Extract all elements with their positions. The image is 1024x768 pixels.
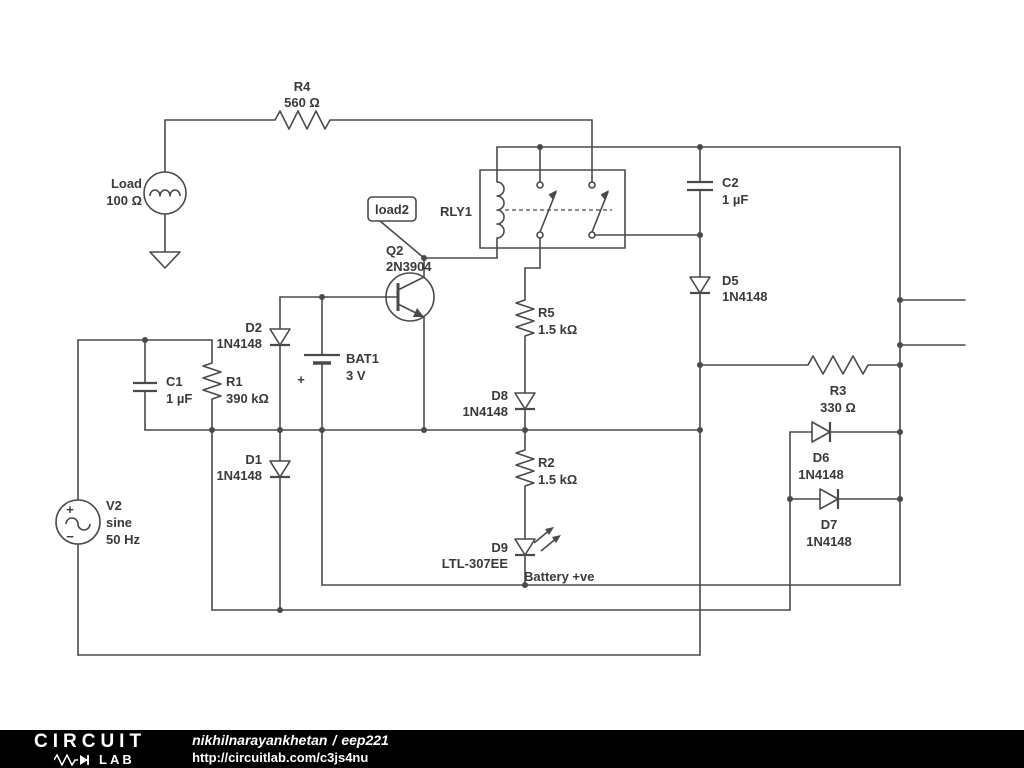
r1-value-label: 390 kΩ — [226, 391, 269, 406]
led-d9[interactable]: D9 LTL-307EE — [442, 527, 561, 571]
d8-value-label: 1N4148 — [462, 404, 508, 419]
load2-flag-label: load2 — [375, 202, 409, 217]
r3-name-label: R3 — [830, 383, 847, 398]
d1-name-label: D1 — [245, 452, 262, 467]
load-value-label: 100 Ω — [106, 193, 142, 208]
resistor-r2[interactable]: R2 1.5 kΩ — [515, 449, 577, 487]
diode-d7[interactable]: D7 1N4148 — [806, 488, 852, 549]
d6-value-label: 1N4148 — [798, 467, 844, 482]
d5-name-label: D5 — [722, 273, 739, 288]
transistor-q2[interactable]: Q2 2N3904 — [385, 243, 435, 322]
r2-name-label: R2 — [538, 455, 555, 470]
voltage-source-v2[interactable]: + − V2 sine 50 Hz — [55, 498, 140, 547]
d9-name-label: D9 — [491, 540, 508, 555]
bat1-value-label: 3 V — [346, 368, 366, 383]
bat1-polarity-label: + — [297, 372, 305, 387]
v2-name-label: V2 — [106, 498, 122, 513]
junction-dots — [142, 144, 903, 613]
c2-name-label: C2 — [722, 175, 739, 190]
logo-lab-text: LAB — [99, 752, 135, 767]
r2-value-label: 1.5 kΩ — [538, 472, 577, 487]
circuitlab-logo[interactable]: CIRCUIT LAB — [34, 732, 146, 766]
ground-symbol[interactable] — [149, 251, 181, 269]
schematic-title: eep221 — [341, 732, 389, 749]
rly1-name-label: RLY1 — [440, 204, 472, 219]
d2-name-label: D2 — [245, 320, 262, 335]
battery-bat1[interactable]: + BAT1 3 V — [297, 351, 379, 387]
q2-value-label: 2N3904 — [386, 259, 432, 274]
d9-value-label: LTL-307EE — [442, 556, 509, 571]
c1-value-label: 1 µF — [166, 391, 192, 406]
diode-d6[interactable]: D6 1N4148 — [798, 421, 844, 482]
v2-freq-label: 50 Hz — [106, 532, 140, 547]
relay-rly1[interactable]: RLY1 — [440, 169, 626, 249]
diode-d5[interactable]: D5 1N4148 — [689, 273, 768, 304]
r3-value-label: 330 Ω — [820, 400, 856, 415]
v2-value-label: sine — [106, 515, 132, 530]
capacitor-c1[interactable]: C1 1 µF — [133, 374, 192, 406]
d7-name-label: D7 — [821, 517, 838, 532]
r4-value-label: 560 Ω — [284, 95, 320, 110]
c1-name-label: C1 — [166, 374, 183, 389]
d7-value-label: 1N4148 — [806, 534, 852, 549]
r1-name-label: R1 — [226, 374, 243, 389]
r4-name-label: R4 — [294, 79, 311, 94]
bat1-name-label: BAT1 — [346, 351, 379, 366]
battery-node-label: Battery +ve — [524, 569, 594, 584]
capacitor-c2[interactable]: C2 1 µF — [687, 175, 748, 207]
d6-name-label: D6 — [813, 450, 830, 465]
schematic-url[interactable]: http://circuitlab.com/c3js4nu — [192, 749, 369, 765]
d8-name-label: D8 — [491, 388, 508, 403]
resistor-r1[interactable]: R1 390 kΩ — [202, 362, 269, 406]
schematic-byline: nikhilnarayankhetan/eep221 — [192, 732, 394, 750]
lamp-load[interactable]: Load 100 Ω — [106, 171, 187, 215]
d2-value-label: 1N4148 — [216, 336, 262, 351]
v2-plus-label: + — [66, 502, 74, 517]
resistor-r4[interactable]: R4 560 Ω — [274, 79, 331, 130]
diode-d2[interactable]: D2 1N4148 — [216, 320, 291, 351]
q2-name-label: Q2 — [386, 243, 403, 258]
d1-value-label: 1N4148 — [216, 468, 262, 483]
r5-name-label: R5 — [538, 305, 555, 320]
node-flag-load2[interactable]: load2 — [367, 196, 417, 222]
resistor-r5[interactable]: R5 1.5 kΩ — [515, 299, 577, 337]
footer-bar: CIRCUIT LAB nikhilnarayankhetan/eep221 h… — [0, 730, 1024, 768]
author-name: nikhilnarayankhetan — [192, 732, 328, 749]
resistor-r3[interactable]: R3 330 Ω — [807, 355, 869, 415]
c2-value-label: 1 µF — [722, 192, 748, 207]
diode-d8[interactable]: D8 1N4148 — [462, 388, 536, 419]
diode-d1[interactable]: D1 1N4148 — [216, 452, 291, 483]
byline-separator: / — [332, 732, 337, 749]
r5-value-label: 1.5 kΩ — [538, 322, 577, 337]
d5-value-label: 1N4148 — [722, 289, 768, 304]
schematic-canvas[interactable]: R4 560 Ω Load 100 Ω RLY1 load2 — [0, 0, 1024, 730]
v2-minus-label: − — [66, 529, 74, 544]
load-name-label: Load — [111, 176, 142, 191]
logo-circuit-text: CIRCUIT — [34, 731, 147, 752]
logo-resistor-diode-icon — [54, 753, 89, 766]
